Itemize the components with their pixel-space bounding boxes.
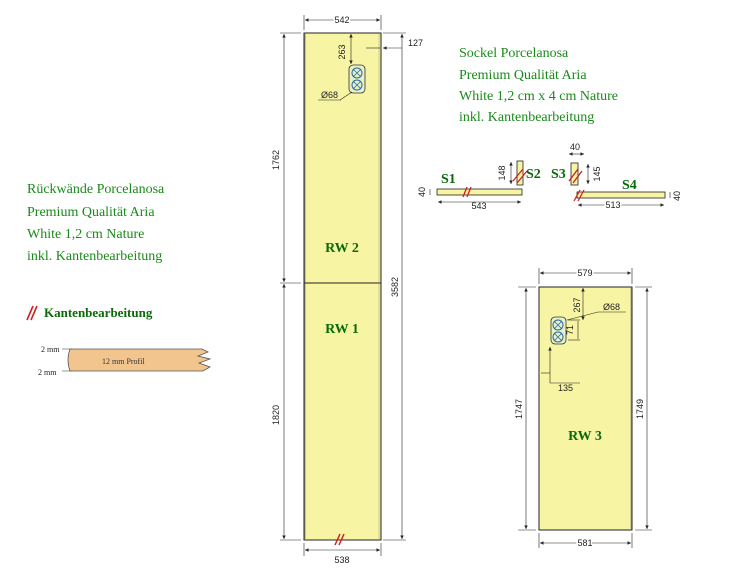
left-line-2: Premium Qualität Aria	[27, 205, 155, 220]
rw2-cutout-diameter: Ø68	[321, 90, 338, 100]
s3-length: 145	[592, 166, 602, 181]
rw3-right-height: 1749	[635, 399, 645, 419]
s4-label: S4	[622, 178, 637, 193]
rw3-cutout-left: 135	[558, 383, 573, 393]
s3-width: 40	[570, 142, 580, 152]
s1-label: S1	[441, 172, 456, 187]
rw3-bottom-width: 581	[577, 538, 592, 548]
tall-top-width: 542	[334, 15, 349, 25]
legend-title: Kantenbearbeitung	[44, 305, 153, 320]
rw1-label: RW 1	[325, 322, 359, 337]
s2-length: 148	[497, 165, 507, 180]
sockel-s4: S4 513 40	[573, 178, 682, 212]
rw3-left-height: 1747	[514, 399, 524, 419]
left-line-3: White 1,2 cm Nature	[27, 227, 144, 242]
panel-rw2: RW 2	[303, 32, 382, 284]
tall-left-lower: 1820	[271, 405, 281, 425]
rw2-label: RW 2	[325, 241, 359, 256]
s3-label: S3	[551, 167, 566, 182]
tall-right-total: 3582	[390, 277, 400, 297]
rw3-cutout-down: 267	[572, 297, 582, 312]
s1-length: 543	[471, 201, 486, 211]
s2-label: S2	[526, 167, 541, 182]
left-line-4: inkl. Kantenbearbeitung	[27, 249, 162, 264]
rw2-cutout-down: 263	[337, 44, 347, 59]
legend-top-mm: 2 mm	[41, 345, 60, 354]
edge-legend: Kantenbearbeitung 2 mm 2 mm 12 mm Profil	[26, 305, 212, 377]
sockel-line-4: inkl. Kantenbearbeitung	[459, 110, 594, 125]
s4-height: 40	[672, 191, 682, 201]
edge-mark-icon	[26, 305, 38, 321]
rw2-cutout-right: 127	[408, 38, 423, 48]
s4-length: 513	[605, 200, 620, 210]
edge-mark-icon	[334, 533, 345, 546]
rw3-label: RW 3	[568, 429, 602, 444]
profile-label: 12 mm Profil	[102, 357, 145, 366]
left-description: Rückwände Porcelanosa Premium Qualität A…	[27, 182, 165, 264]
profile-shape	[62, 348, 212, 372]
s1-height: 40	[417, 187, 427, 197]
tall-left-upper: 1762	[271, 150, 281, 170]
socket-cutout-rw2	[348, 64, 366, 94]
sockel-s3: 40 145 S3	[551, 142, 602, 186]
sockel-s1: S1 40 543	[417, 172, 523, 211]
sockel-line-2: Premium Qualität Aria	[459, 68, 587, 83]
legend-bottom-mm: 2 mm	[38, 368, 57, 377]
sockel-description: Sockel Porcelanosa Premium Qualität Aria…	[459, 46, 618, 125]
panel-rw1: RW 1	[303, 282, 382, 541]
tall-bottom-width: 538	[334, 555, 349, 565]
left-line-1: Rückwände Porcelanosa	[27, 182, 165, 197]
rw3-top-width: 579	[577, 268, 592, 278]
rw3-cutout-diameter: Ø68	[603, 302, 620, 312]
socket-cutout-rw3	[550, 316, 567, 345]
sockel-s2: 148 S2	[497, 160, 541, 186]
rw3-cutout-gap: 71	[565, 325, 575, 335]
sockel-line-3: White 1,2 cm x 4 cm Nature	[459, 89, 618, 104]
sockel-line-1: Sockel Porcelanosa	[459, 46, 569, 61]
